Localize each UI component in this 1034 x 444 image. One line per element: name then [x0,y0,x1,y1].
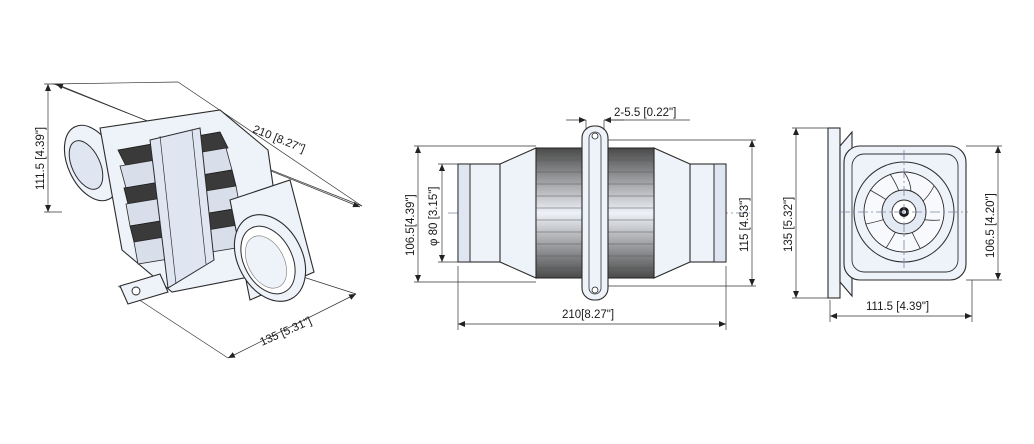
side-dim-pipe-dia: 106.5[4.39"] [405,194,417,256]
end-dim-width: 111.5 [4.39"] [866,301,929,313]
side-view: 2-5.5 [0.22"] 210[8.27"] 106.5[4.39"] φ … [405,107,756,330]
side-dim-inner-dia: φ 80 [3.15"] [428,187,440,247]
side-dim-flange: 2-5.5 [0.22"] [614,107,676,119]
side-dim-total-length: 210[8.27"] [562,309,614,321]
isometric-view: 210 [8.27"] 111.5 [4.39"] 135 [5.31"] [35,81,363,359]
end-dim-height: 135 [5.32"] [783,197,795,252]
iso-dim-height: 111.5 [4.39"] [35,127,47,190]
end-dim-outer: 106.5 [4.20"] [985,193,997,258]
iso-dim-width: 135 [5.31"] [258,315,313,348]
end-view: 135 [5.32"] 111.5 [4.39"] 106.5 [4.20"] [783,127,1002,322]
side-dim-body-dia: 115 [4.53"] [739,198,751,252]
